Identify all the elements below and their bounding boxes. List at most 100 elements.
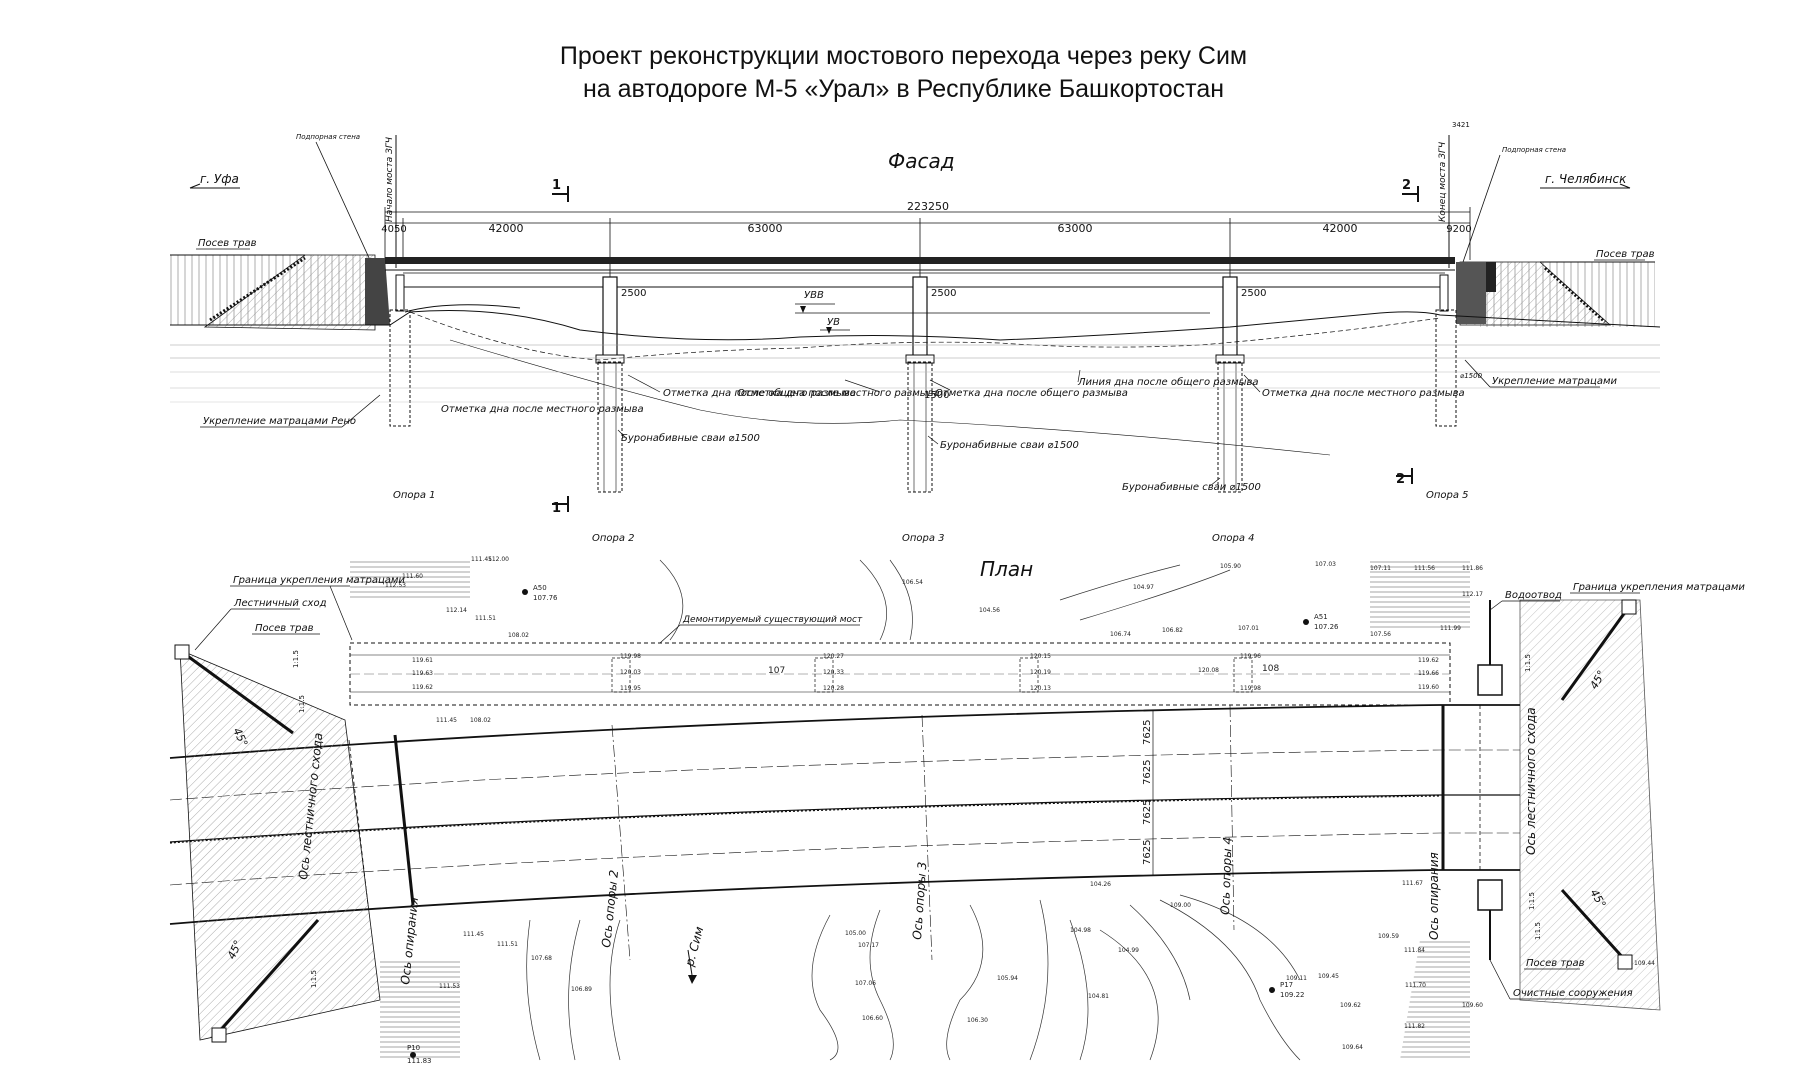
new-bridge: [169, 704, 1520, 925]
span-dim-2: 42000: [489, 222, 524, 235]
scour-local-2-text: Отметка дна после местного размыва: [1262, 388, 1465, 399]
slope-label-5: 1:1.5: [1528, 892, 1536, 910]
elev-28: 120.33: [823, 669, 844, 676]
elev-40: 108.02: [470, 717, 491, 724]
span-dim-1: 4050: [381, 224, 406, 235]
elev-59: 106.60: [862, 1015, 883, 1022]
grass-right-plan: Посев трав: [1526, 958, 1585, 969]
elev-17: 106.74: [1110, 631, 1131, 638]
spot-elevations: 112.00 111.45 111.60 112.53 112.14 111.5…: [385, 556, 1655, 1051]
elev-47: 111.84: [1404, 947, 1425, 954]
elev-53: 109.11: [1286, 975, 1307, 982]
elev-36: 119.62: [1418, 657, 1439, 664]
elev-13: 111.56: [1414, 565, 1435, 572]
elev-5: 111.51: [475, 615, 496, 622]
axis-pier-2: Ось опоры 2: [599, 869, 621, 948]
elev-35: 119.98: [1240, 685, 1261, 692]
elev-69: 111.53: [439, 983, 460, 990]
contour-lines: [526, 559, 1301, 1061]
elev-54: 109.00: [1170, 902, 1191, 909]
pile-dia-right: ⌀1500: [1460, 372, 1483, 380]
existing-bridge: [349, 642, 1451, 706]
elev-24: 119.98: [620, 653, 641, 660]
elev-23: 119.62: [412, 684, 433, 691]
abutment-piles-5: [1435, 309, 1457, 427]
section-marker-2-bottom: 2: [1396, 468, 1413, 487]
point-p17-elev: 109.22: [1280, 991, 1305, 999]
stair-label: Лестничный сход: [233, 598, 327, 609]
point-a51-elev: 107.26: [1314, 623, 1339, 631]
scour-leaders: [627, 369, 1261, 393]
support-label-1: Опора 1: [393, 490, 436, 501]
elev-3: 112.53: [385, 582, 406, 589]
elev-52: 109.45: [1318, 973, 1339, 980]
elev-50: 109.62: [1340, 1002, 1361, 1009]
pier-axes: [611, 704, 1235, 961]
support-label-4: Опора 4: [1212, 533, 1255, 544]
piles-label-2-text: Буронабивные сваи ⌀1500: [940, 439, 1079, 451]
axis-pier-4: Ось опоры 4: [1218, 837, 1235, 915]
pier-2: [595, 276, 625, 493]
elev-60: 107.06: [855, 980, 876, 987]
direction-chelyabinsk-label: г. Челябинск: [1545, 172, 1627, 186]
pile-dim: 1500: [924, 390, 949, 401]
elev-58: 106.30: [967, 1017, 988, 1024]
grass-left-label: Посев трав: [198, 238, 257, 249]
direction-ufa: г. Уфа: [189, 172, 240, 189]
pier-4: [1215, 276, 1245, 493]
elev-20: 107.56: [1370, 631, 1391, 638]
elev-7: 106.54: [902, 579, 923, 586]
elev-0: 112.00: [488, 556, 509, 563]
survey-points: A50 107.76 A51 107.26 P17 109.22 P10 111…: [407, 584, 1339, 1065]
slope-label-2: 1:1.5: [298, 695, 306, 713]
drain-label: Водоотвод: [1505, 590, 1562, 601]
reinf-border-left-text: Граница укрепления матрацами: [233, 575, 405, 586]
retaining-wall-right-label: Подпорная стена: [1502, 146, 1566, 154]
slope-hatches-top: [350, 560, 1470, 1060]
river-label: р. Сим: [682, 925, 706, 969]
scour-line: Линия дна после общего размыва: [1077, 376, 1259, 388]
end-axis-label: Конец моста ЗГЧ: [1438, 142, 1448, 222]
elev-19: 107.01: [1238, 625, 1259, 632]
section-marker-2-top: 2: [1402, 178, 1419, 202]
direction-chelyabinsk: г. Челябинск: [1540, 172, 1631, 189]
piles-label-3: Буронабивные сваи ⌀1500: [1122, 481, 1261, 493]
elev-63: 104.99: [1118, 947, 1139, 954]
support-label-5: Опора 5: [1426, 490, 1469, 501]
right-embankment: [1456, 261, 1655, 327]
scour-general-1-text: Отметка дна после общего размыва: [663, 387, 856, 399]
point-p17: P17: [1280, 981, 1293, 989]
piles-label-1-text: Буронабивные сваи ⌀1500: [621, 432, 760, 444]
elev-51: 109.64: [1342, 1044, 1363, 1051]
elev-9: 105.90: [1220, 563, 1241, 570]
drawing-title: Проект реконструкции мостового перехода …: [0, 40, 1807, 106]
scour-line-text: Линия дна после общего размыва: [1077, 376, 1259, 388]
elev-29: 120.28: [823, 685, 844, 692]
section-marker-1-bottom: 1: [552, 496, 569, 516]
plan-header: План: [980, 557, 1033, 581]
title-line-1: Проект реконструкции мостового перехода …: [559, 42, 1248, 70]
bridge-deck: [385, 257, 1455, 312]
elev-10: 104.97: [1133, 584, 1154, 591]
elev-42: 108: [1262, 664, 1279, 674]
elev-21: 119.61: [412, 657, 433, 664]
point-a51: A51: [1314, 613, 1328, 621]
terrain-lines: [170, 304, 1661, 456]
elev-55: 104.98: [1070, 927, 1091, 934]
elev-6: 108.02: [508, 632, 529, 639]
axis-stair-right: Ось лестничного схода: [1524, 707, 1538, 855]
elev-33: 120.08: [1198, 667, 1219, 674]
elev-41: 107: [768, 666, 785, 676]
span-dim-5: 42000: [1323, 222, 1358, 235]
reinf-border-right-text: Граница укрепления матрацами: [1573, 582, 1745, 593]
scour-local-1-text: Отметка дна после местного размыва: [737, 388, 940, 399]
slope-label-1: 1:1.5: [292, 650, 300, 668]
direction-ufa-label: г. Уфа: [200, 172, 239, 186]
elev-30: 120.15: [1030, 653, 1051, 660]
axis-abutment-right: Ось опирания: [1427, 852, 1441, 940]
elev-48: 111.70: [1405, 982, 1426, 989]
grass-right-label: Посев трав: [1596, 249, 1655, 260]
section-1-bottom-label: 1: [552, 501, 561, 516]
elev-39: 111.45: [436, 717, 457, 724]
